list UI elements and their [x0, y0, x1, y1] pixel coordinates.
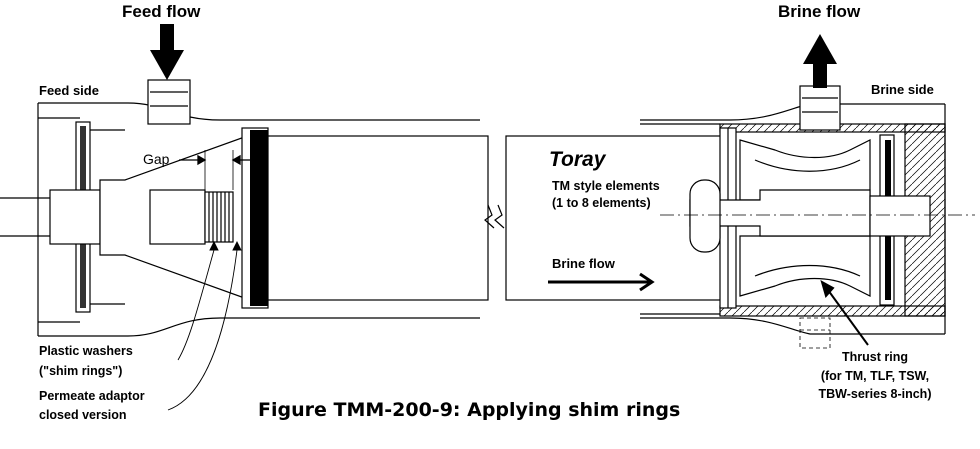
figure-caption: Figure TMM-200-9: Applying shim rings [258, 399, 681, 421]
permeate-adaptor-line2: closed version [39, 408, 127, 422]
tm-style-line2: (1 to 8 elements) [552, 196, 651, 210]
thrust-ring-line3: TBW-series 8-inch) [818, 387, 932, 401]
brine-end-assembly [505, 85, 975, 349]
gap-label: Gap [143, 151, 170, 167]
thrust-ring-line1: Thrust ring [842, 350, 908, 364]
gap-arrows [179, 150, 250, 190]
leader-lines [167, 240, 242, 411]
brine-flow-right-arrow [548, 272, 655, 292]
brine-flow-up-arrow [803, 34, 837, 88]
brine-flow-inner-label: Brine flow [552, 256, 615, 271]
brine-side-label: Brine side [871, 82, 934, 97]
permeate-adaptor-line1: Permeate adaptor [39, 389, 145, 403]
tm-style-line1: TM style elements [552, 179, 660, 193]
feed-side-label: Feed side [39, 83, 99, 98]
feed-flow-arrow [150, 24, 184, 80]
thrust-ring-leader [820, 279, 869, 346]
plastic-washers-line1: Plastic washers [39, 344, 133, 358]
thrust-ring-line2: (for TM, TLF, TSW, [820, 369, 930, 383]
brand-label: Toray [549, 148, 606, 171]
brine-flow-top-label: Brine flow [778, 2, 861, 21]
feed-end-assembly [0, 79, 505, 337]
plastic-washers-line2: ("shim rings") [39, 364, 123, 378]
feed-flow-label: Feed flow [122, 2, 201, 21]
